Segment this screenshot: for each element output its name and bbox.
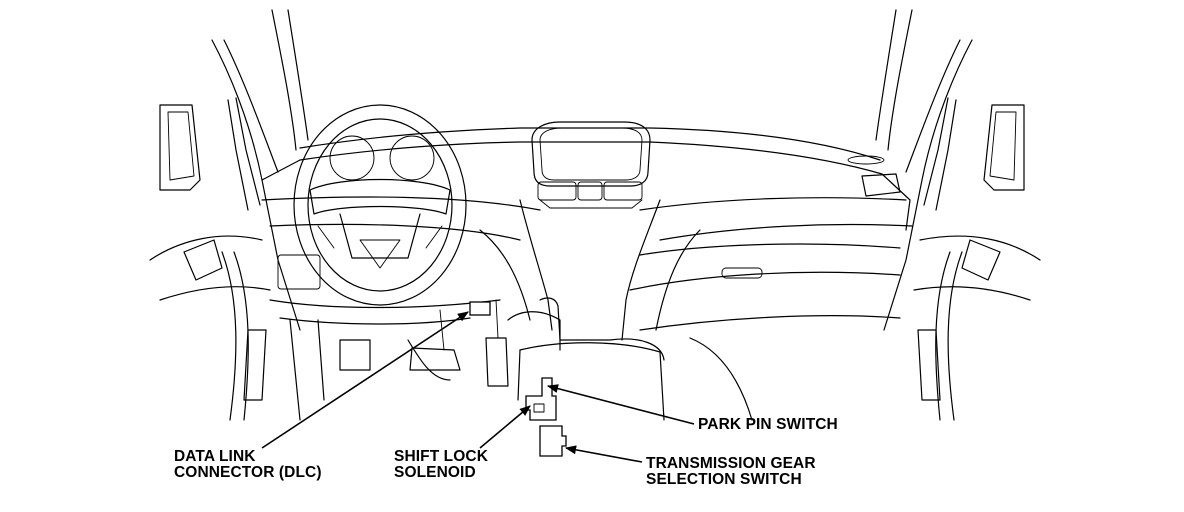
park-pin-leader-line [546,384,695,425]
trans-gear-label-line2: SELECTION SWITCH [646,471,802,488]
center-display [531,121,651,209]
dlc-label-line2: CONNECTOR (DLC) [174,464,322,481]
center-console [507,297,753,421]
shift-lock-callout-label: SHIFT LOCK SOLENOID [394,449,488,481]
dashboard [261,127,913,241]
dlc-callout-label: DATA LINK CONNECTOR (DLC) [174,449,322,481]
shift-lock-label-line1: SHIFT LOCK [394,448,488,465]
left-a-pillar [211,9,309,331]
glove-box [629,243,901,331]
right-side-mirror [983,104,1025,191]
pedals [409,299,509,387]
shift-lock-label-line2: SOLENOID [394,464,476,481]
dlc-leader-line [261,311,469,449]
park-pin-callout-label: PARK PIN SWITCH [698,417,838,433]
trans-gear-callout-label: TRANSMISSION GEAR SELECTION SWITCH [646,456,816,488]
center-stack [479,199,701,341]
trans-gear-label-line1: TRANSMISSION GEAR [646,455,816,472]
steering-wheel [293,104,467,306]
transmission-gear-switch-part [539,425,567,457]
trans-gear-leader-line [564,445,643,463]
shift-lock-leader-line [479,405,531,449]
dlc-part [469,301,491,316]
dlc-label-line1: DATA LINK [174,448,256,465]
right-a-pillar [875,9,973,331]
park-pin-label-line1: PARK PIN SWITCH [698,416,838,433]
left-door-panel [149,235,321,421]
left-side-mirror [159,104,201,191]
shift-lock-solenoid-part [525,377,557,421]
right-door-panel [913,235,1041,421]
lower-dash [269,299,501,421]
